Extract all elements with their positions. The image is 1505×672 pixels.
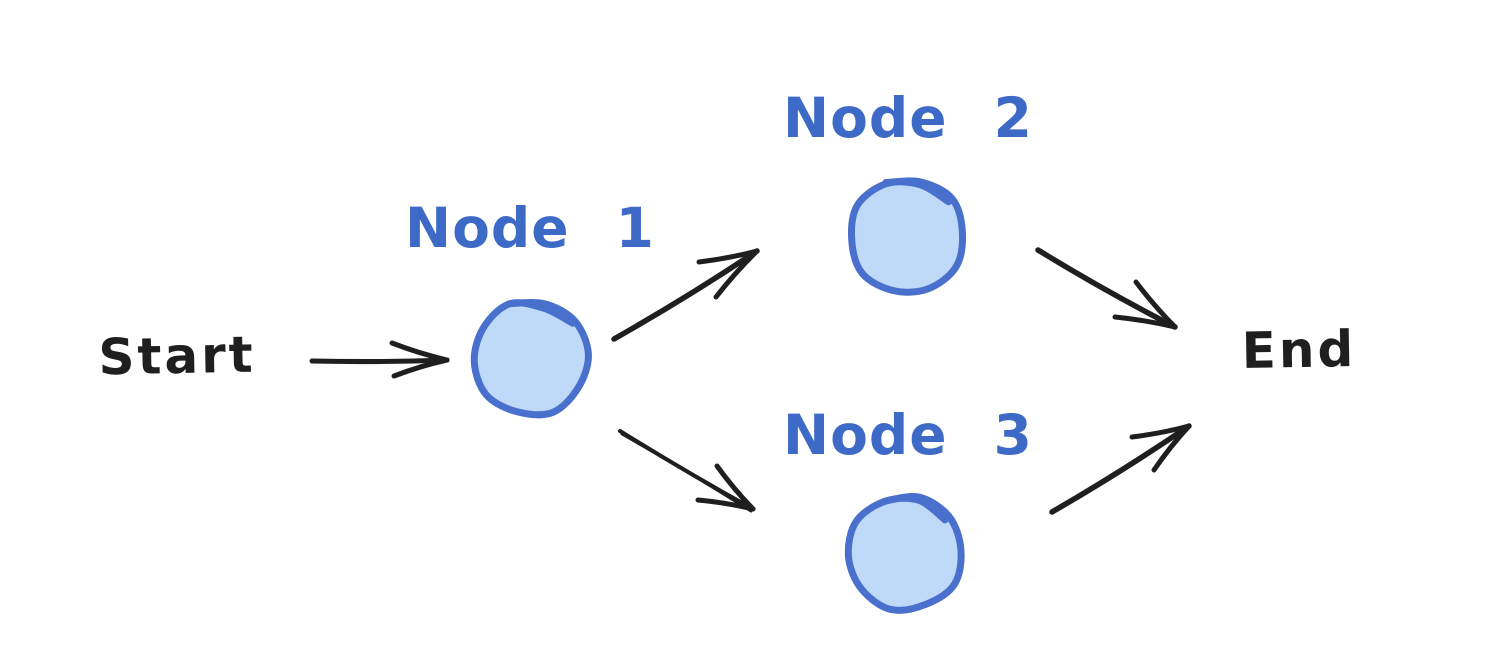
edge-start-node1-arrowhead — [389, 340, 450, 363]
edge-node2-end-arrowhead — [1112, 314, 1178, 330]
edge-node1-node3-arrowhead — [714, 463, 756, 512]
edge-node1-node3-line2 — [620, 432, 753, 513]
edge-node3-end-line — [1049, 423, 1192, 515]
edge-node1-node2-line — [611, 248, 760, 342]
node1-circle — [470, 298, 592, 419]
edge-node3-end-arrowhead — [1129, 423, 1192, 440]
end-label: End — [1241, 320, 1357, 380]
node2-label: Node 2 — [783, 86, 1033, 150]
edge-node2-end-arrowhead — [1133, 279, 1178, 330]
edge-node2-end-line — [1035, 247, 1178, 330]
edge-node1-node3-arrowhead — [695, 497, 756, 512]
start-label: Start — [97, 325, 257, 387]
edge-start-node1-line — [309, 357, 450, 365]
node3-label: Node 3 — [783, 403, 1033, 467]
edge-node1-node2-arrowhead — [713, 248, 760, 300]
edge-start-node1-arrowhead — [391, 357, 450, 379]
edge-node1-node2-arrowhead — [696, 248, 760, 265]
node3-circle — [844, 493, 965, 614]
edge-node3-end-arrowhead — [1151, 423, 1192, 473]
node2-circle — [848, 177, 967, 296]
node1-label: Node 1 — [405, 196, 655, 260]
